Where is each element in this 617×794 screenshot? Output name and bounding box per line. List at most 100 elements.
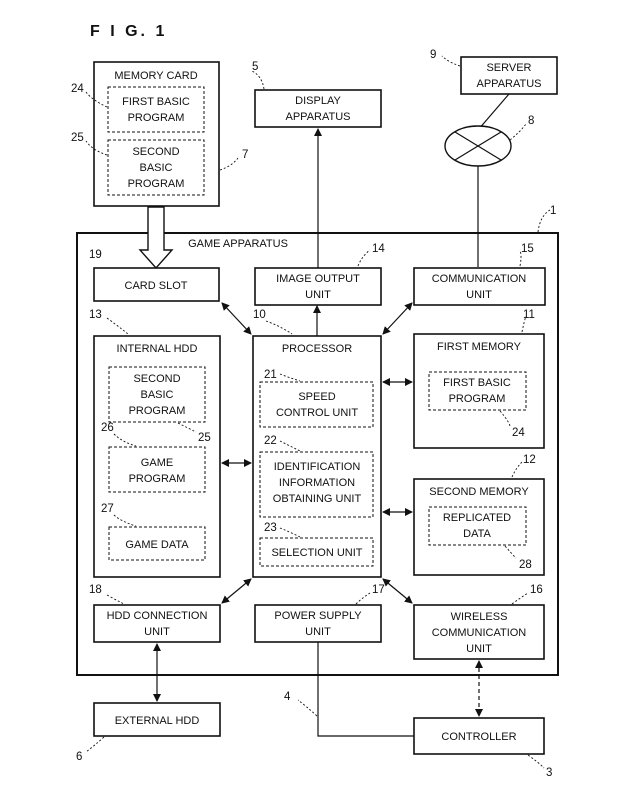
wireless-line3: UNIT bbox=[466, 643, 492, 655]
wireless-line2: COMMUNICATION bbox=[432, 627, 527, 639]
memory-card-first-basic-line2: PROGRAM bbox=[128, 112, 185, 124]
image-output-unit: IMAGE OUTPUT UNIT 14 bbox=[254, 128, 385, 306]
second-memory-title: SECOND MEMORY bbox=[429, 486, 529, 498]
replicated-data bbox=[428, 506, 527, 546]
display-line1: DISPLAY bbox=[295, 95, 341, 107]
communication-unit: COMMUNICATION UNIT 15 bbox=[413, 243, 546, 306]
replicated-line2: DATA bbox=[463, 528, 491, 540]
controller: CONTROLLER 3 bbox=[413, 717, 552, 779]
selection-label: SELECTION UNIT bbox=[271, 547, 362, 559]
card-slot: CARD SLOT 19 bbox=[89, 249, 220, 302]
ref-21: 21 bbox=[264, 369, 277, 381]
memory-card-second-basic-line1: SECOND bbox=[132, 146, 179, 158]
hdd-connection-line1: HDD CONNECTION bbox=[107, 610, 208, 622]
ident-line2: INFORMATION bbox=[279, 477, 355, 489]
communication-line1: COMMUNICATION bbox=[432, 273, 527, 285]
memory-card-first-basic bbox=[107, 86, 205, 133]
ref-14: 14 bbox=[372, 243, 385, 255]
selection-unit bbox=[259, 537, 374, 567]
controller-label: CONTROLLER bbox=[441, 731, 516, 743]
memory-card-second-basic-line2: BASIC bbox=[139, 162, 172, 174]
image-output-line1: IMAGE OUTPUT bbox=[276, 273, 360, 285]
communication-line2: UNIT bbox=[466, 289, 492, 301]
ref-24-fm: 24 bbox=[512, 427, 525, 439]
hdd-second-basic-line1: SECOND bbox=[133, 373, 180, 385]
hdd-connection-line2: UNIT bbox=[144, 626, 170, 638]
ref-6: 6 bbox=[76, 751, 82, 763]
ref-11: 11 bbox=[523, 309, 535, 321]
ref-23: 23 bbox=[264, 522, 277, 534]
speed-line2: CONTROL UNIT bbox=[276, 407, 358, 419]
hdd-game-data bbox=[108, 526, 206, 561]
memory-card-second-basic bbox=[107, 139, 205, 196]
ref-7: 7 bbox=[242, 149, 248, 161]
hdd-connection-unit: HDD CONNECTION UNIT 18 bbox=[89, 584, 221, 643]
second-memory: SECOND MEMORY 12 REPLICATED DATA 28 bbox=[413, 454, 545, 576]
wireless-line1: WIRELESS bbox=[451, 611, 508, 623]
speed-control-unit bbox=[259, 381, 374, 428]
ref-22: 22 bbox=[264, 435, 277, 447]
hdd-game-program-line2: PROGRAM bbox=[129, 473, 186, 485]
ref-25-card: 25 bbox=[71, 132, 84, 144]
memory-card: MEMORY CARD FIRST BASIC PROGRAM SECOND B… bbox=[71, 61, 248, 207]
ref-5: 5 bbox=[252, 61, 258, 73]
ref-24-card: 24 bbox=[71, 83, 84, 95]
image-output-line2: UNIT bbox=[305, 289, 331, 301]
ref-18: 18 bbox=[89, 584, 102, 596]
ref-27: 27 bbox=[101, 503, 114, 515]
ref-1: 1 bbox=[550, 205, 556, 217]
ref-8: 8 bbox=[528, 115, 534, 127]
hdd-second-basic-line2: BASIC bbox=[140, 389, 173, 401]
hdd-game-program bbox=[108, 446, 206, 493]
figure-label: F I G. 1 bbox=[90, 23, 167, 40]
ident-line3: OBTAINING UNIT bbox=[273, 493, 362, 505]
processor: PROCESSOR 10 SPEED CONTROL UNIT 21 IDENT… bbox=[252, 305, 382, 578]
display-line2: APPARATUS bbox=[286, 111, 351, 123]
speed-line1: SPEED bbox=[298, 391, 335, 403]
external-hdd-label: EXTERNAL HDD bbox=[115, 715, 200, 727]
processor-title: PROCESSOR bbox=[282, 343, 352, 355]
first-memory-first-basic bbox=[428, 371, 527, 411]
hdd-game-program-line1: GAME bbox=[141, 457, 173, 469]
ref-9: 9 bbox=[430, 49, 436, 61]
ref-17: 17 bbox=[372, 584, 385, 596]
replicated-line1: REPLICATED bbox=[443, 512, 511, 524]
ref-3: 3 bbox=[546, 767, 552, 779]
ident-line1: IDENTIFICATION bbox=[274, 461, 361, 473]
card-slot-label: CARD SLOT bbox=[125, 280, 188, 292]
external-hdd: EXTERNAL HDD 6 bbox=[76, 702, 221, 763]
ref-13: 13 bbox=[89, 309, 102, 321]
ref-28: 28 bbox=[519, 559, 532, 571]
hdd-game-data-label: GAME DATA bbox=[125, 539, 189, 551]
power-supply-line2: UNIT bbox=[305, 626, 331, 638]
fm-first-basic-line2: PROGRAM bbox=[449, 393, 506, 405]
memory-card-title: MEMORY CARD bbox=[114, 70, 197, 82]
hdd-second-basic bbox=[108, 366, 206, 423]
server-line2: APPARATUS bbox=[477, 78, 542, 90]
server-apparatus: SERVER APPARATUS 9 bbox=[430, 49, 558, 95]
display-apparatus: DISPLAY APPARATUS 5 bbox=[251, 61, 382, 128]
memory-card-first-basic-line1: FIRST BASIC bbox=[122, 96, 190, 108]
fm-first-basic-line1: FIRST BASIC bbox=[443, 377, 511, 389]
ref-16: 16 bbox=[530, 584, 543, 596]
connections: 4 bbox=[153, 302, 483, 737]
ref-25-hdd: 25 bbox=[198, 432, 211, 444]
power-supply-unit: POWER SUPPLY UNIT 17 bbox=[254, 584, 385, 643]
ref-26: 26 bbox=[101, 422, 114, 434]
first-memory: FIRST MEMORY 11 FIRST BASIC PROGRAM 24 bbox=[413, 309, 545, 449]
first-memory-title: FIRST MEMORY bbox=[437, 341, 522, 353]
game-apparatus-label: GAME APPARATUS bbox=[188, 238, 288, 250]
internal-hdd-title: INTERNAL HDD bbox=[117, 343, 198, 355]
ref-15: 15 bbox=[521, 243, 534, 255]
card-insert-arrow bbox=[138, 206, 174, 270]
ref-19: 19 bbox=[89, 249, 102, 261]
network-node: 8 bbox=[444, 93, 534, 267]
internal-hdd: INTERNAL HDD 13 SECOND BASIC PROGRAM 25 … bbox=[89, 309, 221, 578]
wireless-communication-unit: WIRELESS COMMUNICATION UNIT 16 bbox=[413, 584, 545, 660]
server-line1: SERVER bbox=[486, 62, 531, 74]
ref-4: 4 bbox=[284, 691, 291, 703]
ref-10: 10 bbox=[253, 309, 266, 321]
memory-card-second-basic-line3: PROGRAM bbox=[128, 178, 185, 190]
ref-12: 12 bbox=[523, 454, 536, 466]
